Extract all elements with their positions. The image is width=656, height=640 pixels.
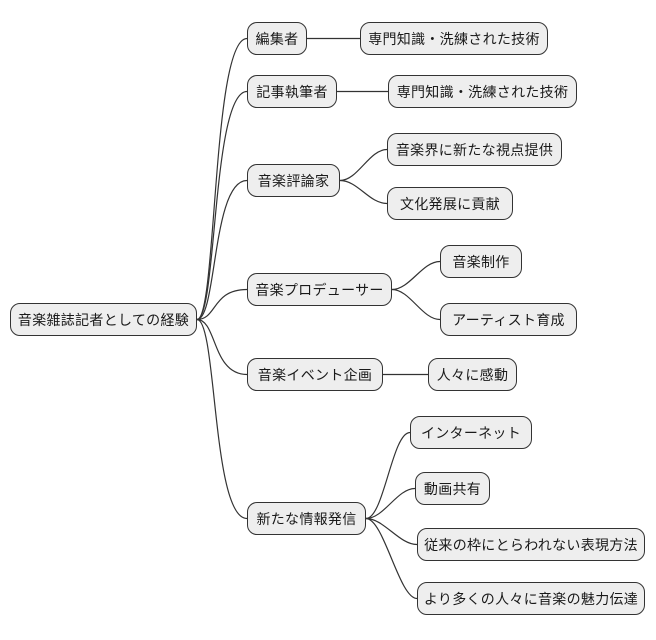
node-label: 音楽界に新たな視点提供 [395,141,554,158]
node-label: 従来の枠にとらわれない表現方法 [424,536,638,553]
node-leaf: 専門知識・洗練された技術 [360,22,548,55]
node-label: 音楽イベント企画 [257,366,373,383]
connector-edge [196,90,248,321]
node-label: 文化発展に貢献 [399,195,501,212]
node-branch-info-dissemination: 新たな情報発信 [247,502,366,535]
node-label: 専門知識・洗練された技術 [396,83,569,100]
node-leaf: インターネット [410,416,532,449]
node-label: 新たな情報発信 [256,510,357,527]
node-label: アーティスト育成 [452,311,565,328]
connector-edge [339,179,388,205]
connector-edge [196,179,248,321]
node-label: 記事執筆者 [256,83,328,100]
node-label: 動画共有 [423,480,482,497]
connector-edge [365,517,418,600]
connector-edge [365,487,416,520]
node-label: 人々に感動 [436,366,509,383]
node-leaf: 文化発展に貢献 [387,187,513,220]
node-leaf: 音楽制作 [440,245,522,278]
node-label: 編集者 [255,30,299,47]
node-label: インターネット [420,424,522,441]
node-label: 専門知識・洗練された技術 [368,30,540,47]
connector-edge [196,288,248,321]
connector-edge [339,148,388,182]
node-branch-article-writer: 記事執筆者 [247,75,337,108]
node-leaf: 音楽界に新たな視点提供 [387,133,562,166]
node-label: より多くの人々に音楽の魅力伝達 [423,590,639,607]
node-leaf: より多くの人々に音楽の魅力伝達 [417,582,645,615]
node-root: 音楽雑誌記者としての経験 [10,303,197,336]
node-branch-editor: 編集者 [247,22,307,55]
connector-edge [365,517,418,546]
node-branch-music-critic: 音楽評論家 [247,164,340,197]
connector-edge [196,318,248,376]
node-label: 音楽雑誌記者としての経験 [17,311,190,328]
node-branch-event-planning: 音楽イベント企画 [247,358,383,391]
connector-edge [196,37,248,321]
node-leaf: アーティスト育成 [440,303,577,336]
connector-edge [365,431,411,520]
node-branch-music-producer: 音楽プロデューサー [247,273,392,306]
connector-edge [196,318,248,520]
connector-edge [391,260,441,291]
node-leaf: 専門知識・洗練された技術 [388,75,577,108]
node-leaf: 従来の枠にとらわれない表現方法 [417,528,645,561]
node-leaf: 動画共有 [415,472,490,505]
node-label: 音楽プロデューサー [255,281,384,298]
node-label: 音楽評論家 [257,172,330,189]
node-leaf: 人々に感動 [428,358,517,391]
connector-edge [391,288,441,321]
node-label: 音楽制作 [452,253,510,270]
